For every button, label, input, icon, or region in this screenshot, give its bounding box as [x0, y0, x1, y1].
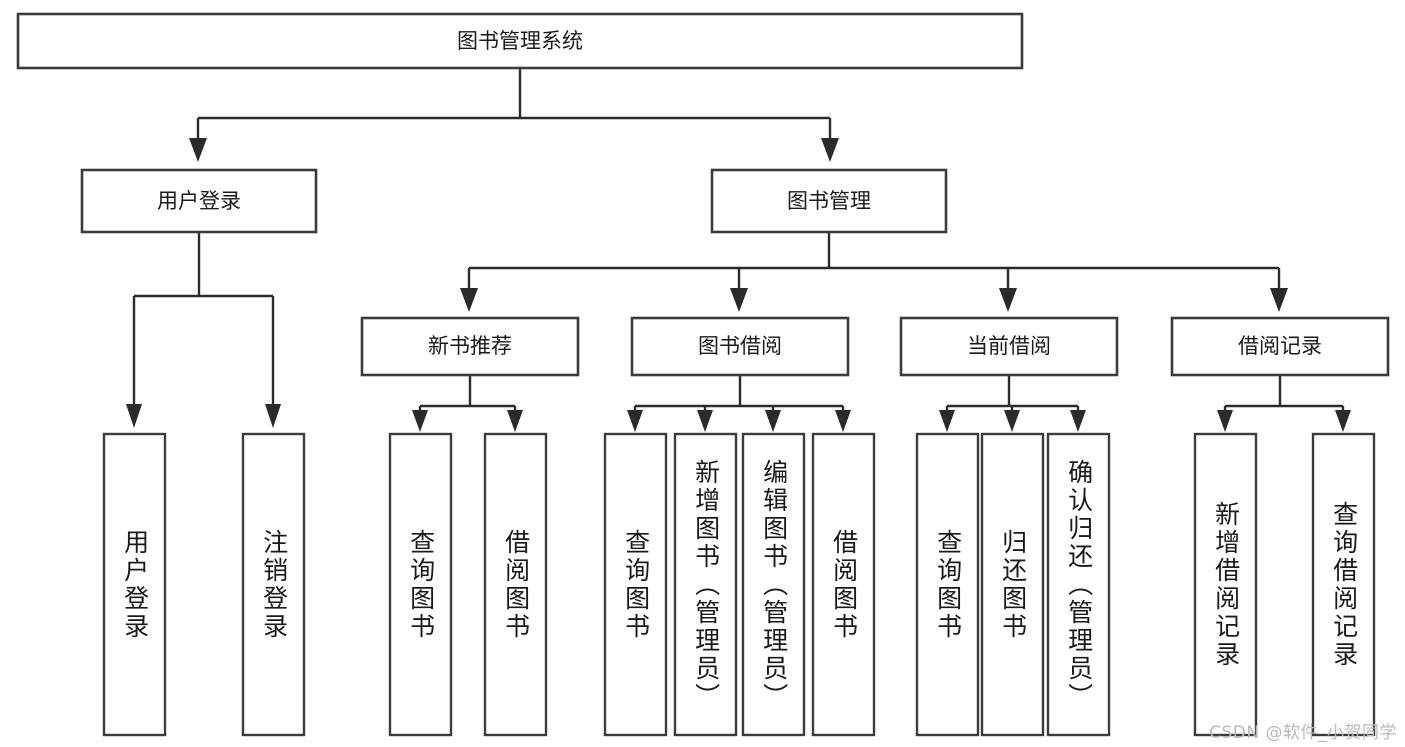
- node-book-management-label: 图书管理: [787, 189, 871, 213]
- node-root[interactable]: 图书管理系统: [16, 12, 1024, 70]
- arrow-head-leaf-borrow-book-2: [835, 410, 851, 432]
- node-borrow-record[interactable]: 借阅记录: [1170, 316, 1390, 377]
- node-leaf-query-book-1-box[interactable]: [388, 432, 453, 737]
- arrow-head-current-borrow: [999, 288, 1017, 312]
- node-leaf-borrow-book-1-box[interactable]: [483, 432, 548, 737]
- node-leaf-query-book-2-box[interactable]: [603, 432, 668, 737]
- arrow-head-leaf-add-book: [697, 410, 713, 432]
- connector-user-login-to-leaves: [126, 232, 281, 428]
- node-new-book-recommend[interactable]: 新书推荐: [360, 316, 580, 377]
- node-leaf-return-book-box[interactable]: [980, 432, 1045, 737]
- node-borrow-record-box[interactable]: [1170, 316, 1390, 377]
- connector-root-to-level2: [189, 68, 839, 162]
- node-leaf-add-book-box[interactable]: [673, 432, 738, 737]
- node-borrow-record-label: 借阅记录: [1238, 334, 1322, 358]
- node-user-login[interactable]: 用户登录: [80, 168, 318, 234]
- node-new-book-recommend-box[interactable]: [360, 316, 580, 377]
- connector-current-borrow-to-leaves: [939, 375, 1086, 432]
- arrow-head-leaf-user-logout: [265, 404, 281, 428]
- node-leaf-user-logout-box[interactable]: [241, 432, 306, 737]
- node-leaf-add-record-box[interactable]: [1193, 432, 1258, 737]
- connector-book-management-to-level3: [460, 232, 1288, 312]
- node-user-login-box[interactable]: [80, 168, 318, 234]
- arrow-head-book-management: [821, 138, 839, 162]
- node-new-book-recommend-label: 新书推荐: [428, 334, 512, 358]
- connector-borrow-record-to-leaves: [1217, 375, 1351, 432]
- arrow-head-leaf-return-book: [1004, 410, 1020, 432]
- node-current-borrow[interactable]: 当前借阅: [899, 316, 1119, 377]
- node-leaf-borrow-book-2-box[interactable]: [811, 432, 876, 737]
- node-user-login-label: 用户登录: [157, 189, 241, 213]
- arrow-head-leaf-query-record: [1335, 410, 1351, 432]
- node-leaf-confirm-return-box[interactable]: [1046, 432, 1111, 737]
- arrow-head-user-login: [189, 138, 207, 162]
- node-book-management-box[interactable]: [710, 168, 948, 234]
- node-root-box[interactable]: [16, 12, 1024, 70]
- node-book-management[interactable]: 图书管理: [710, 168, 948, 234]
- arrow-head-leaf-user-login: [126, 404, 142, 428]
- arrow-head-leaf-confirm-return: [1070, 410, 1086, 432]
- arrow-head-leaf-query-book-1: [412, 410, 428, 432]
- node-book-borrow[interactable]: 图书借阅: [630, 316, 850, 377]
- arrow-head-borrow-record: [1270, 288, 1288, 312]
- arrow-head-leaf-query-book-3: [939, 410, 955, 432]
- node-root-label: 图书管理系统: [457, 29, 583, 53]
- connector-book-borrow-to-leaves: [627, 375, 851, 432]
- node-leaf-user-login-box[interactable]: [102, 432, 167, 737]
- arrow-head-leaf-borrow-book-1: [507, 410, 523, 432]
- arrow-head-leaf-add-record: [1217, 410, 1233, 432]
- node-leaf-query-book-3-box[interactable]: [915, 432, 980, 737]
- node-leaf-query-record-box[interactable]: [1311, 432, 1376, 737]
- node-leaf-edit-book-box[interactable]: [741, 432, 806, 737]
- arrow-head-leaf-edit-book: [765, 410, 781, 432]
- node-current-borrow-box[interactable]: [899, 316, 1119, 377]
- arrow-head-new-book-recommend: [460, 288, 478, 312]
- node-current-borrow-label: 当前借阅: [967, 334, 1051, 358]
- arrow-head-leaf-query-book-2: [627, 410, 643, 432]
- node-book-borrow-box[interactable]: [630, 316, 850, 377]
- node-book-borrow-label: 图书借阅: [698, 334, 782, 358]
- connector-new-book-recommend-to-leaves: [412, 375, 523, 432]
- arrow-head-book-borrow: [730, 288, 748, 312]
